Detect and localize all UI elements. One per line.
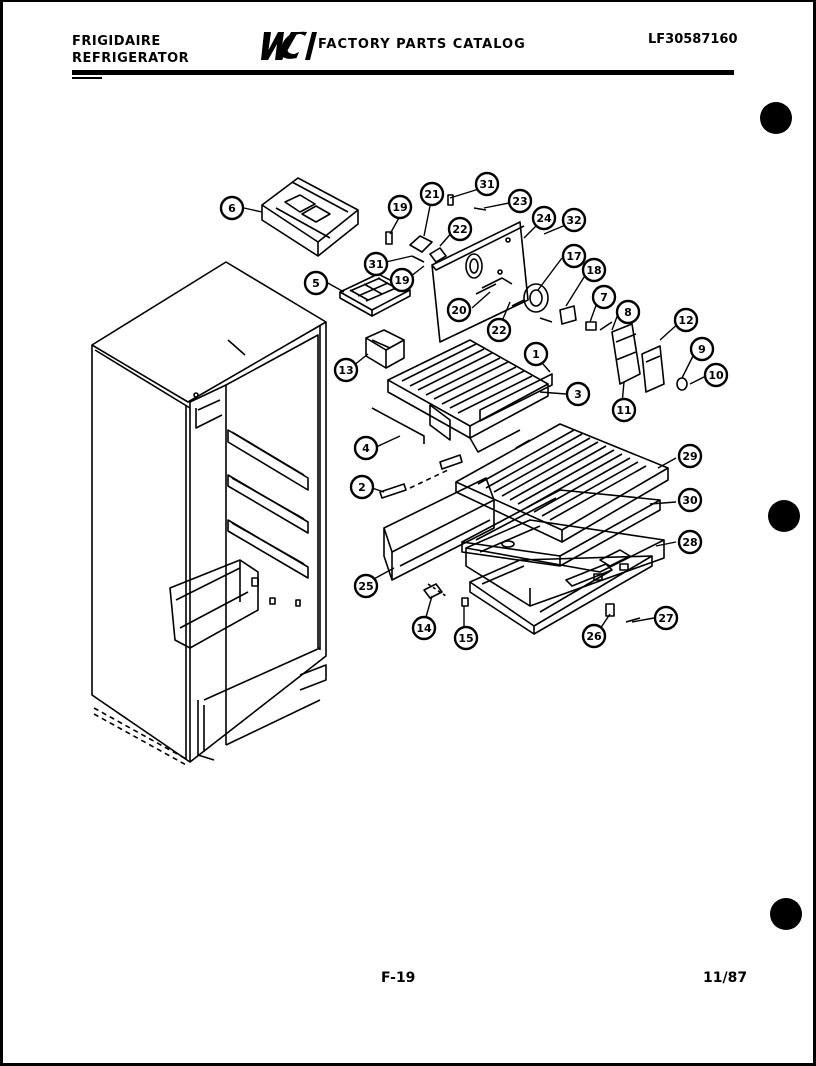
control-housing — [585, 321, 688, 393]
callout-22: 22 — [486, 317, 512, 343]
scan-border-bottom — [0, 1063, 816, 1066]
cabinet — [91, 261, 327, 767]
callout-label: 7 — [600, 291, 608, 304]
binder-hole-top — [760, 102, 792, 134]
callout-3: 3 — [565, 381, 591, 407]
callout-label: 23 — [512, 195, 527, 208]
callout-28: 28 — [677, 529, 703, 555]
callout-6: 6 — [219, 195, 245, 221]
callout-label: 28 — [682, 536, 697, 549]
callout-label: 3 — [574, 388, 582, 401]
callout-label: 5 — [312, 277, 320, 290]
callout-label: 6 — [228, 202, 236, 215]
callout-24: 24 — [531, 205, 557, 231]
callout-14: 14 — [411, 615, 437, 641]
callout-label: 20 — [451, 304, 467, 317]
callout-label: 19 — [392, 201, 407, 214]
ice-bucket — [365, 329, 405, 369]
print-date: 11/87 — [703, 970, 748, 986]
callout-32: 32 — [561, 207, 587, 233]
wci-logo — [261, 31, 317, 60]
model-number: LF30587160 — [648, 32, 738, 47]
callout-31: 31 — [474, 171, 500, 197]
callout-25: 25 — [353, 573, 379, 599]
scan-border-top — [0, 0, 816, 2]
callout-19: 19 — [389, 267, 415, 293]
callout-label: 12 — [678, 314, 693, 327]
fan-motor — [511, 283, 577, 325]
ice-tray — [339, 273, 411, 317]
callout-26: 26 — [581, 623, 607, 649]
callout-label: 27 — [658, 612, 673, 625]
callout-label: 1 — [532, 348, 540, 361]
page-number: F-19 — [381, 970, 416, 986]
callout-5: 5 — [303, 270, 329, 296]
callout-label: 14 — [416, 622, 432, 635]
freezer-bin — [261, 177, 359, 257]
header-rule-accent — [72, 77, 102, 79]
binder-hole-bottom — [770, 898, 802, 930]
callout-label: 9 — [698, 343, 706, 356]
callout-22: 22 — [447, 216, 473, 242]
scan-border-right — [813, 0, 816, 1066]
callout-label: 18 — [586, 264, 601, 277]
callout-20: 20 — [446, 297, 472, 323]
callout-label: 8 — [624, 306, 632, 319]
lower-drawer — [469, 555, 653, 635]
callout-19: 19 — [387, 194, 413, 220]
callout-18: 18 — [581, 257, 607, 283]
callout-23: 23 — [507, 188, 533, 214]
callout-label: 30 — [682, 494, 698, 507]
callout-label: 21 — [424, 188, 439, 201]
callout-1: 1 — [523, 341, 549, 367]
drawer-hardware — [423, 583, 641, 623]
callout-label: 11 — [616, 404, 631, 417]
brand-name: FRIGIDAIRE — [72, 34, 161, 49]
small-hardware — [385, 194, 487, 263]
header-rule — [72, 70, 734, 75]
product-type: REFRIGERATOR — [72, 51, 190, 66]
callout-10: 10 — [703, 362, 729, 388]
callout-7: 7 — [591, 284, 617, 310]
callout-label: 31 — [368, 258, 383, 271]
callout-17: 17 — [561, 243, 587, 269]
callout-12: 12 — [673, 307, 699, 333]
callout-label: 25 — [358, 580, 373, 593]
freezer-evaporator-shelf — [371, 339, 553, 453]
callout-label: 19 — [394, 274, 409, 287]
callout-label: 22 — [452, 223, 467, 236]
callout-8: 8 — [615, 299, 641, 325]
callout-label: 2 — [358, 481, 366, 494]
callout-15: 15 — [453, 625, 479, 651]
callout-31: 31 — [363, 251, 389, 277]
callout-30: 30 — [677, 487, 703, 513]
callout-label: 17 — [566, 250, 581, 263]
callout-label: 32 — [566, 214, 581, 227]
callout-label: 29 — [682, 450, 697, 463]
callout-label: 24 — [536, 212, 552, 225]
catalog-title: FACTORY PARTS CATALOG — [318, 37, 526, 52]
callout-13: 13 — [333, 357, 359, 383]
rod — [379, 454, 463, 499]
evaporator-cover-panel — [431, 221, 529, 343]
scan-border-left — [0, 0, 3, 1066]
callout-2: 2 — [349, 474, 375, 500]
callout-label: 10 — [708, 369, 724, 382]
callout-4: 4 — [353, 435, 379, 461]
callout-29: 29 — [677, 443, 703, 469]
callout-label: 26 — [586, 630, 602, 643]
binder-hole-middle — [768, 500, 800, 532]
callout-label: 4 — [362, 442, 370, 455]
callout-11: 11 — [611, 397, 637, 423]
callout-21: 21 — [419, 181, 445, 207]
callout-label: 22 — [491, 324, 506, 337]
callout-label: 31 — [479, 178, 494, 191]
callout-27: 27 — [653, 605, 679, 631]
crisper-support-panel — [383, 477, 495, 581]
callout-9: 9 — [689, 336, 715, 362]
callout-label: 13 — [338, 364, 353, 377]
callout-label: 15 — [458, 632, 473, 645]
